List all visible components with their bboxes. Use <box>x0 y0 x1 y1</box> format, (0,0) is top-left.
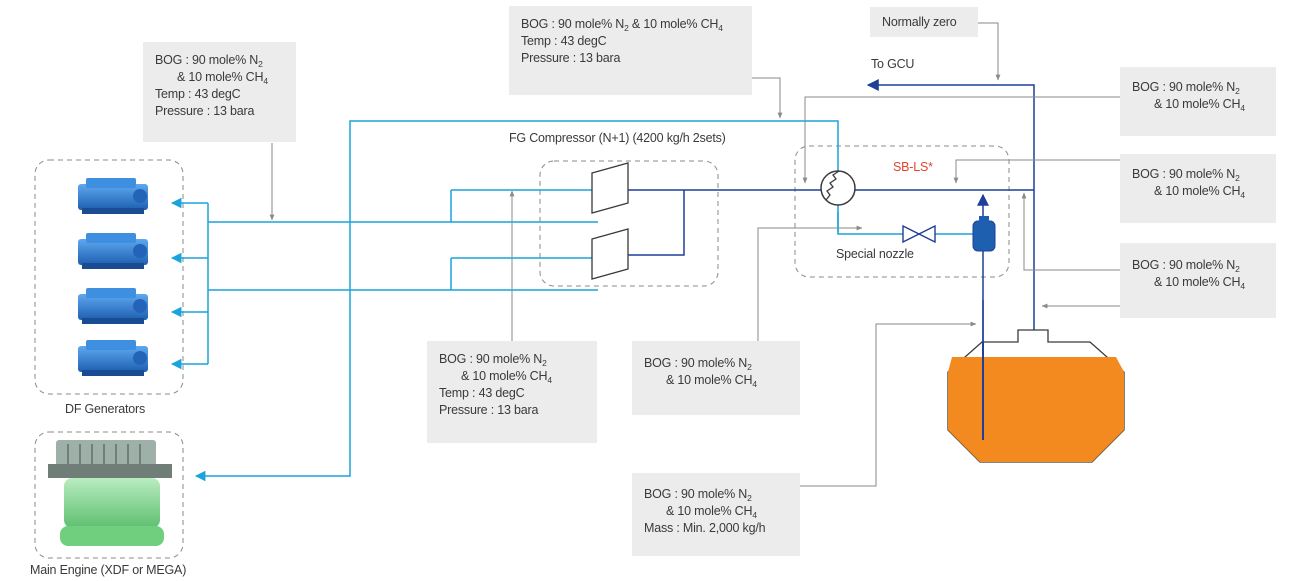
box-line: BOG : 90 mole% N <box>1132 167 1236 181</box>
valve-icon <box>902 224 936 244</box>
to-gcu-label: To GCU <box>871 57 915 71</box>
subscript: 4 <box>752 510 757 520</box>
info-box-nozzle: BOG : 90 mole% N2 & 10 mole% CH4 <box>632 341 800 415</box>
subscript: 2 <box>624 23 629 33</box>
subscript: 2 <box>747 493 752 503</box>
box-line: & 10 mole% CH <box>666 504 753 518</box>
subscript: 4 <box>1240 190 1245 200</box>
box-line: Normally zero <box>882 15 957 29</box>
box-line: BOG : 90 mole% N <box>1132 80 1236 94</box>
heat-exchanger-icon <box>820 170 856 206</box>
info-box-bottom: BOG : 90 mole% N2 & 10 mole% CH4 Mass : … <box>632 473 800 556</box>
compressor-icon <box>591 162 629 280</box>
box-line: Pressure : 13 bara <box>155 104 255 118</box>
box-line: & 10 mole% CH <box>666 373 753 387</box>
subscript: 4 <box>263 76 268 86</box>
box-line: BOG : 90 mole% N <box>644 356 748 370</box>
box-line: BOG : 90 mole% N <box>155 53 259 67</box>
subscript: 2 <box>542 358 547 368</box>
distribution-lines <box>170 120 839 482</box>
info-box-right-3: BOG : 90 mole% N2 & 10 mole% CH4 <box>1120 243 1276 318</box>
box-line: BOG : 90 mole% N <box>439 352 543 366</box>
df-generators-label: DF Generators <box>65 402 146 416</box>
box-line: BOG : 90 mole% N <box>521 17 625 31</box>
box-line: & 10 mole% CH <box>631 17 719 31</box>
info-box-right-1: BOG : 90 mole% N2 & 10 mole% CH4 <box>1120 67 1276 136</box>
generator-icon <box>78 233 148 269</box>
box-line: BOG : 90 mole% N <box>1132 258 1236 272</box>
main-engine-label: Main Engine (XDF or MEGA) <box>30 563 187 577</box>
subscript: 4 <box>1240 281 1245 291</box>
main-engine-group <box>34 431 184 559</box>
subscript: 4 <box>1240 103 1245 113</box>
box-line: & 10 mole% CH <box>1154 275 1241 289</box>
subscript: 2 <box>258 59 263 69</box>
fg-compressor-label: FG Compressor (N+1) (4200 kg/h 2sets) <box>509 131 726 145</box>
box-line: & 10 mole% CH <box>461 369 548 383</box>
info-box-top-center: BOG : 90 mole% N2 & 10 mole% CH4 Temp : … <box>509 6 752 95</box>
subscript: 2 <box>747 362 752 372</box>
cargo-tank-icon <box>947 329 1125 463</box>
box-line: Pressure : 13 bara <box>521 51 621 65</box>
box-line: Temp : 43 degC <box>521 34 607 48</box>
info-box-center-bottom: BOG : 90 mole% N2 & 10 mole% CH4 Temp : … <box>427 341 597 443</box>
subscript: 2 <box>1235 264 1240 274</box>
subscript: 2 <box>1235 173 1240 183</box>
subscript: 2 <box>1235 86 1240 96</box>
box-line: & 10 mole% CH <box>1154 97 1241 111</box>
df-generators-group <box>34 159 184 395</box>
box-line: Mass : Min. 2,000 kg/h <box>644 521 766 535</box>
sb-ls-label: SB-LS* <box>893 160 933 174</box>
box-line: Pressure : 13 bara <box>439 403 539 417</box>
special-nozzle-label: Special nozzle <box>836 247 914 261</box>
subscript: 4 <box>752 379 757 389</box>
leader-arrows <box>269 22 1120 487</box>
info-box-right-2: BOG : 90 mole% N2 & 10 mole% CH4 <box>1120 154 1276 223</box>
box-line: & 10 mole% CH <box>1154 184 1241 198</box>
generator-icon <box>78 178 148 214</box>
generator-icon <box>78 288 148 324</box>
info-box-normally-zero: Normally zero <box>870 7 978 37</box>
box-line: BOG : 90 mole% N <box>644 487 748 501</box>
sb-ls-group <box>794 145 1010 278</box>
box-line: Temp : 43 degC <box>439 386 525 400</box>
generator-icon <box>78 340 148 376</box>
separator-vessel-icon <box>972 216 996 252</box>
subscript: 4 <box>718 23 723 33</box>
subscript: 4 <box>547 375 552 385</box>
fg-compressor-group <box>539 160 719 287</box>
box-line: & 10 mole% CH <box>177 70 264 84</box>
box-line: Temp : 43 degC <box>155 87 241 101</box>
info-box-left-top: BOG : 90 mole% N2 & 10 mole% CH4 Temp : … <box>143 42 296 142</box>
main-engine-icon <box>48 440 172 546</box>
